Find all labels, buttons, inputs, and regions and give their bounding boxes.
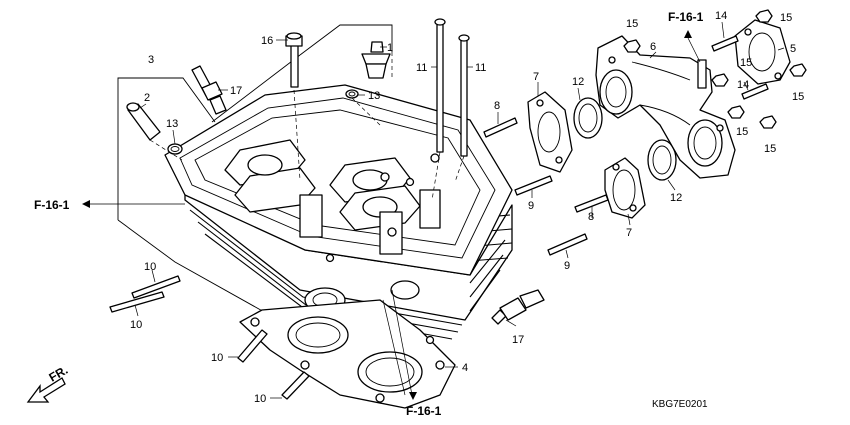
- studs-8-9: [483, 117, 609, 256]
- ref-f16-1-top: F-16-1: [668, 10, 704, 24]
- reference-labels: F-16-1 F-16-1 F-16-1: [34, 10, 704, 418]
- label-part-10-a: 10: [144, 261, 156, 273]
- dowel-pin-2: [126, 102, 161, 141]
- label-part-10-c: 10: [211, 352, 223, 364]
- gasket-12-top: [573, 97, 603, 139]
- insulator-7-bottom: [604, 157, 646, 219]
- nuts-15: [623, 9, 807, 129]
- spark-plug-17-bottom: [491, 289, 545, 325]
- assembly-bracket: [117, 24, 393, 319]
- arrow-up-icon: [684, 30, 692, 38]
- label-part-14-top: 14: [715, 10, 727, 22]
- label-part-7-top: 7: [533, 71, 539, 83]
- label-part-15-d: 15: [792, 91, 804, 103]
- label-part-2: 2: [144, 92, 150, 104]
- part-number-labels: 1 2 3 4 5 6 7 7 8 8 9 9 10 10 10 10 11 1…: [130, 10, 804, 405]
- arrow-down-icon: [409, 392, 417, 400]
- studs-14: [711, 35, 769, 100]
- label-part-11-b: 11: [475, 62, 486, 74]
- front-direction-label: FR.: [47, 363, 71, 385]
- label-part-3: 3: [148, 54, 154, 66]
- reference-lines: [90, 37, 701, 396]
- label-part-15-e: 15: [736, 126, 748, 138]
- leader-lines: [134, 21, 785, 399]
- label-part-10-b: 10: [130, 319, 142, 331]
- front-arrow-icon: [26, 377, 66, 403]
- head-gasket: [239, 299, 456, 409]
- label-part-12-bottom: 12: [670, 192, 682, 204]
- cylinder-head: [164, 84, 513, 340]
- drawing-code: KBG7E0201: [652, 399, 708, 410]
- label-part-5: 5: [790, 43, 796, 55]
- label-part-4: 4: [462, 362, 468, 374]
- intake-manifold-6: [595, 35, 736, 179]
- label-part-17-top: 17: [230, 85, 242, 97]
- label-part-12-top: 12: [572, 76, 584, 88]
- o-ring-13-top: [345, 89, 359, 99]
- label-part-14-bottom: 14: [737, 79, 749, 91]
- label-part-7-bottom: 7: [626, 227, 632, 239]
- label-part-11-a: 11: [416, 62, 427, 74]
- oil-jet-1: [361, 41, 391, 79]
- ref-f16-1-bottom: F-16-1: [406, 404, 442, 418]
- label-part-17-bottom: 17: [512, 334, 524, 346]
- arrow-left-icon: [82, 200, 90, 208]
- label-part-16: 16: [261, 35, 273, 47]
- insulator-7-top: [527, 91, 573, 173]
- label-part-10-d: 10: [254, 393, 266, 405]
- label-part-6: 6: [650, 41, 656, 53]
- ref-f16-1-left: F-16-1: [34, 198, 70, 212]
- flange-gasket-5: [734, 19, 791, 85]
- spark-plug-17-top: [191, 65, 227, 115]
- front-direction-indicator: FR.: [26, 363, 71, 403]
- label-part-8-top: 8: [494, 100, 500, 112]
- gasket-12-bottom: [647, 139, 677, 181]
- label-part-9-top: 9: [528, 200, 534, 212]
- flange-bolt-16: [285, 32, 303, 88]
- label-part-8-bottom: 8: [588, 211, 594, 223]
- studs-10: [109, 275, 310, 400]
- label-part-13-top: 13: [368, 90, 380, 102]
- label-part-15-c: 15: [740, 57, 752, 69]
- label-part-15-b: 15: [780, 12, 792, 24]
- label-part-9-bottom: 9: [564, 260, 570, 272]
- label-part-15-f: 15: [764, 143, 776, 155]
- label-part-1: 1: [387, 42, 393, 54]
- label-part-15-a: 15: [626, 18, 638, 30]
- label-part-13-left: 13: [166, 118, 178, 130]
